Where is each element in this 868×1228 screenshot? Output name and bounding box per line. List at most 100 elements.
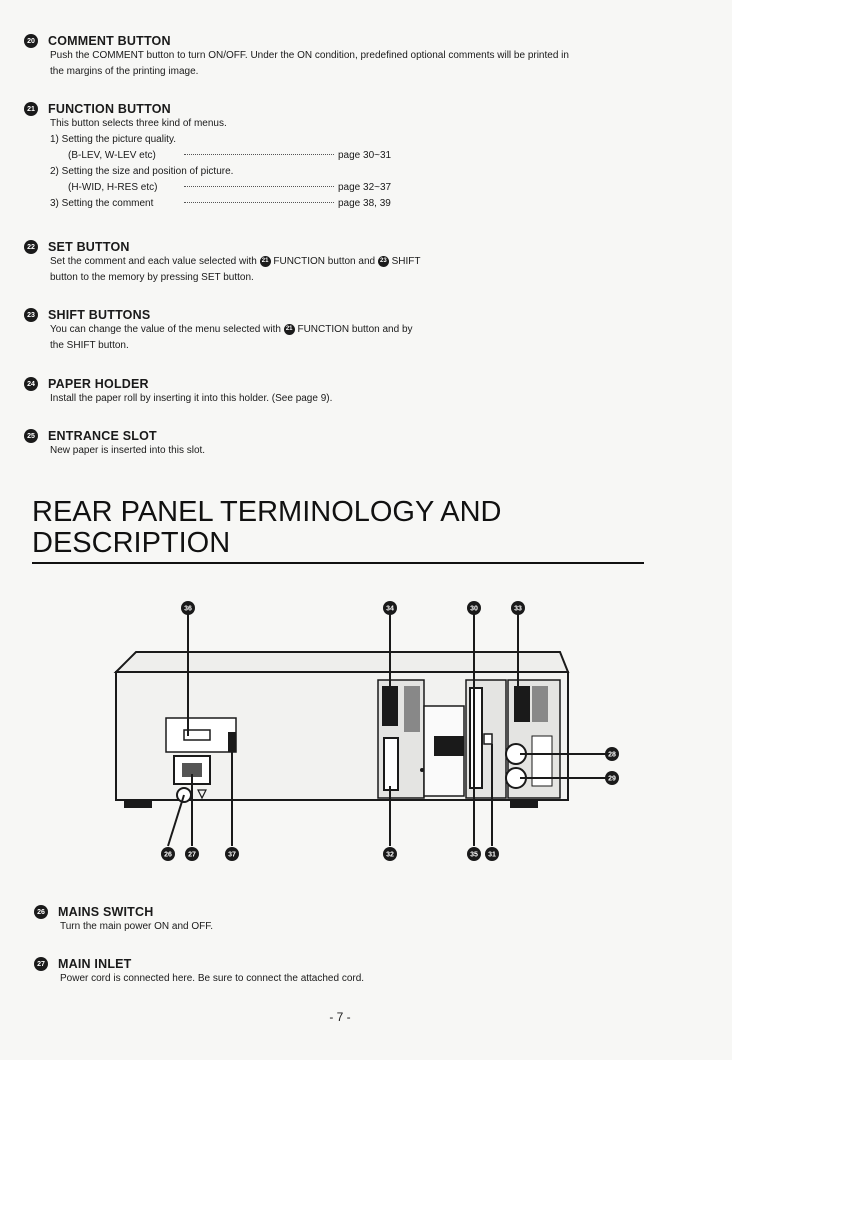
item-reference-badge: 21	[283, 323, 295, 335]
foot-left	[124, 800, 152, 808]
page-reference: page 38, 39	[338, 198, 391, 209]
leader-dots	[184, 202, 334, 203]
entry-text: Install the paper roll by inserting it i…	[50, 393, 333, 404]
entry-title: FUNCTION BUTTON	[48, 102, 171, 116]
callout-badge: 34	[383, 601, 397, 615]
page-reference: page 32~37	[338, 182, 392, 193]
item-number-badge: 25	[24, 429, 38, 443]
svg-text:26: 26	[164, 852, 172, 859]
entry-text: You can change the value of the menu sel…	[50, 322, 624, 354]
menu-item-row: 3) Setting the comment page 38, 39	[50, 196, 624, 212]
svg-text:32: 32	[386, 852, 394, 859]
svg-text:33: 33	[514, 606, 522, 613]
shift-buttons-entry: 23 SHIFT BUTTONS You can change the valu…	[24, 308, 624, 354]
entry-text-line: the SHIFT button.	[50, 340, 129, 351]
item-number-badge: 27	[34, 957, 48, 971]
entry-intro: This button selects three kind of menus.	[50, 118, 227, 129]
entry-title: COMMENT BUTTON	[48, 34, 171, 48]
svg-text:27: 27	[188, 852, 196, 859]
entry-title: PAPER HOLDER	[48, 377, 149, 391]
item-reference-badge: 23	[377, 255, 389, 267]
svg-text:34: 34	[386, 606, 394, 613]
rear-panel-diagram: 36 34 30 33 28 29 26 27 37 32 35 31	[113, 601, 619, 861]
callout-badge: 36	[181, 601, 195, 615]
video-label	[531, 735, 553, 787]
entry-title: ENTRANCE SLOT	[48, 429, 157, 443]
page-number: - 7 -	[329, 1010, 351, 1024]
item-number-badge: 26	[34, 905, 48, 919]
main-inlet-socket	[182, 763, 202, 777]
warning-symbol	[197, 789, 207, 800]
svg-text:35: 35	[470, 852, 478, 859]
callout-badge: 37	[225, 847, 239, 861]
menu-item-label: 2) Setting the size and position of pict…	[50, 166, 234, 177]
section-heading-line: REAR PANEL TERMINOLOGY AND	[32, 496, 502, 528]
menu-item-sub: (H-WID, H-RES etc)	[68, 182, 158, 193]
callout-badge: 30	[467, 601, 481, 615]
entry-text-line: button to the memory by pressing SET but…	[50, 272, 254, 283]
callout-badge: 32	[383, 847, 397, 861]
page-reference: page 30~31	[338, 150, 392, 161]
entry-text-line: FUNCTION button and	[273, 256, 376, 267]
connector-strip	[469, 687, 483, 789]
svg-text:31: 31	[488, 852, 496, 859]
panel-band	[434, 736, 464, 756]
chassis-top	[113, 651, 570, 673]
mains-switch	[183, 729, 211, 741]
item-reference-badge: 21	[259, 255, 271, 267]
entry-text-line: SHIFT	[391, 256, 421, 267]
set-button-entry: 22 SET BUTTON Set the comment and each v…	[24, 240, 624, 286]
menu-item-row: (H-WID, H-RES etc) page 32~37	[50, 180, 624, 196]
entry-text-line: Set the comment and each value selected …	[50, 256, 257, 267]
comment-button-entry: 20 COMMENT BUTTON Push the COMMENT butto…	[24, 34, 624, 80]
fuse-holder	[228, 732, 236, 752]
entry-text-line: FUNCTION button and by	[297, 324, 413, 335]
svg-text:30: 30	[470, 606, 478, 613]
entrance-slot-entry: 25 ENTRANCE SLOT New paper is inserted i…	[24, 429, 624, 459]
entry-title: SHIFT BUTTONS	[48, 308, 151, 322]
mains-switch-entry: 26 MAINS SWITCH Turn the main power ON a…	[34, 905, 634, 935]
menu-item-label: 1) Setting the picture quality.	[50, 134, 176, 145]
menu-item-row: (B-LEV, W-LEV etc) page 30~31	[50, 148, 624, 164]
manual-page	[0, 0, 732, 1060]
entry-text-line: You can change the value of the menu sel…	[50, 324, 281, 335]
main-inlet-entry: 27 MAIN INLET Power cord is connected he…	[34, 957, 634, 987]
item-number-badge: 20	[24, 34, 38, 48]
svg-text:36: 36	[184, 606, 192, 613]
callout-leaders	[167, 614, 608, 847]
svg-text:37: 37	[228, 852, 236, 859]
svg-text:29: 29	[608, 776, 616, 783]
section-heading-line: DESCRIPTION	[32, 527, 231, 559]
label-panel-b	[532, 686, 548, 722]
entry-text: Power cord is connected here. Be sure to…	[60, 973, 365, 984]
callout-badge: 29	[605, 771, 619, 785]
small-switch	[483, 733, 493, 745]
leader-dots	[184, 154, 334, 155]
section-divider	[32, 562, 644, 564]
function-button-entry: 21 FUNCTION BUTTON This button selects t…	[24, 102, 624, 212]
callout-badge: 28	[605, 747, 619, 761]
entry-text: Set the comment and each value selected …	[50, 254, 624, 286]
svg-text:28: 28	[608, 752, 616, 759]
callout-badge: 33	[511, 601, 525, 615]
label-panel-a	[404, 686, 420, 732]
entry-text: This button selects three kind of menus.…	[50, 116, 624, 212]
item-number-badge: 24	[24, 377, 38, 391]
callout-badge: 26	[161, 847, 175, 861]
menu-item-label: 3) Setting the comment	[50, 198, 154, 209]
entry-text: Push the COMMENT button to turn ON/OFF. …	[50, 50, 569, 77]
foot-right	[510, 800, 538, 808]
dip-switch-b	[514, 686, 530, 722]
parallel-connector	[383, 737, 399, 791]
screw	[420, 768, 424, 772]
callout-badge: 35	[467, 847, 481, 861]
item-number-badge: 23	[24, 308, 38, 322]
callout-badge: 31	[485, 847, 499, 861]
section-heading: REAR PANEL TERMINOLOGY AND DESCRIPTION	[32, 497, 502, 559]
leader-dots	[184, 186, 334, 187]
entry-title: MAIN INLET	[58, 957, 132, 971]
paper-holder-entry: 24 PAPER HOLDER Install the paper roll b…	[24, 377, 624, 407]
entry-text: New paper is inserted into this slot.	[50, 445, 206, 456]
menu-item-sub: (B-LEV, W-LEV etc)	[68, 150, 156, 161]
entry-title: MAINS SWITCH	[58, 905, 154, 919]
